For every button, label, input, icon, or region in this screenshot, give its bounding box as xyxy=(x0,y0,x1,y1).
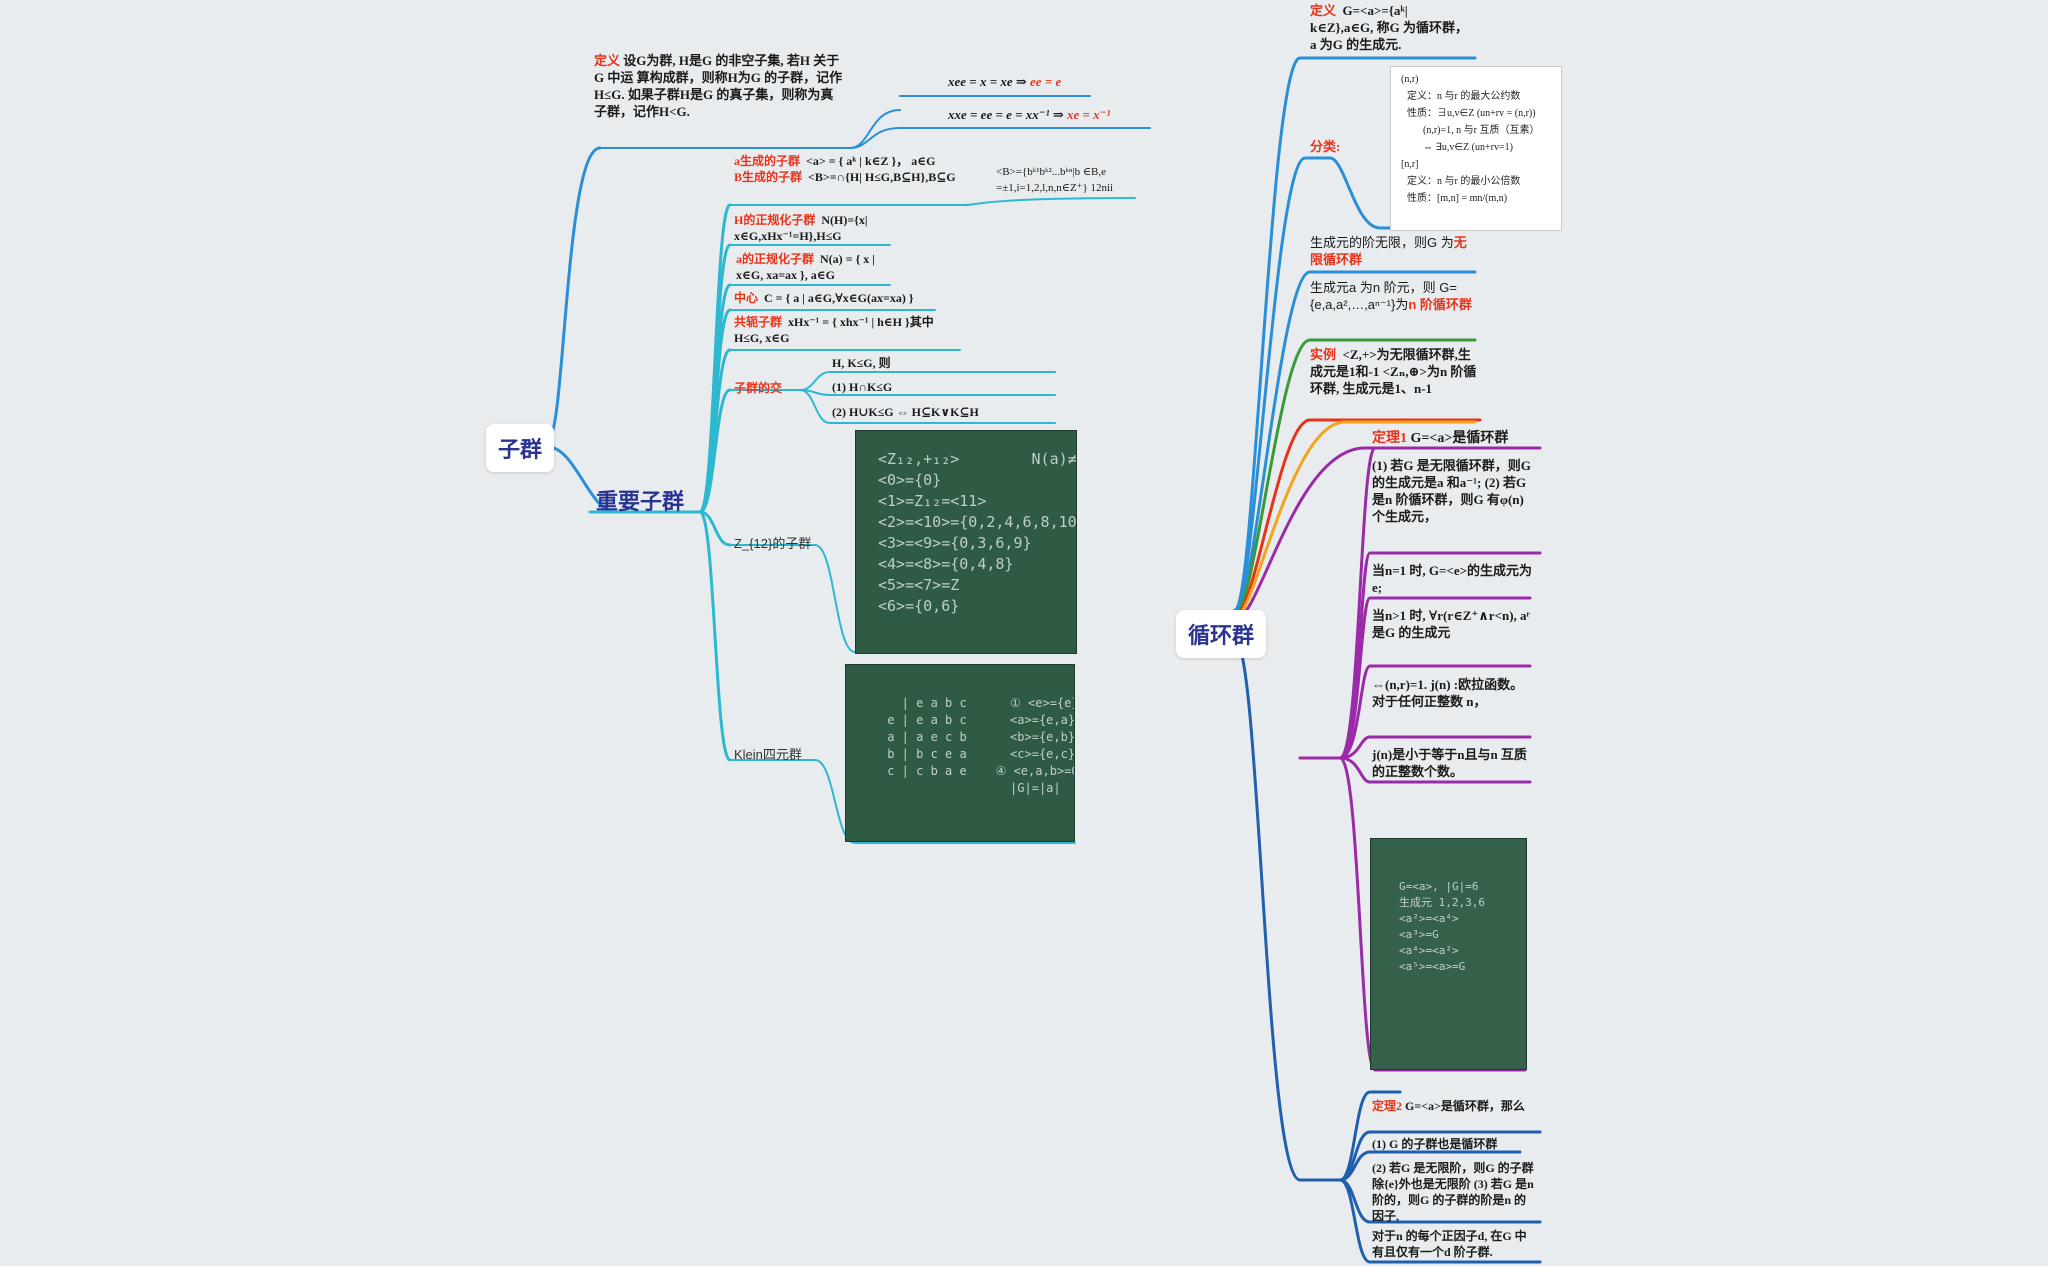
classification-node[interactable]: 分类: xyxy=(1310,139,1341,154)
generated-b-tag: B生成的子群 xyxy=(734,170,803,184)
klein-group-node[interactable]: Klein四元群 xyxy=(734,747,802,762)
identity-formula-2[interactable]: xxe = ee = e = xx⁻¹ ⇒ xe = x⁻¹ xyxy=(948,106,1110,123)
theorem-1-item-4[interactable]: j(n)是小于等于n且与n 互质的正整数个数。 xyxy=(1372,747,1527,779)
formula-1-text: xee = x = xe ⇒ xyxy=(948,74,1027,89)
formula-2-result: xe = x⁻¹ xyxy=(1066,107,1111,122)
intersection-item-0[interactable]: H, K≤G, 则 xyxy=(832,356,891,370)
intersection-item-1[interactable]: (1) H∩K≤G xyxy=(832,380,893,394)
klein-board-text: | e a b c ① <e>={e} e | e a b c <a>={e,a… xyxy=(887,696,1075,795)
example-text: <Z,+>为无限循环群,生成元是1和-1 <Zₙ,⊕>为n 阶循环群, 生成元是… xyxy=(1310,347,1477,396)
gcd-card-line: 定义：n 与r 的最大公约数 xyxy=(1407,91,1521,102)
generated-a-text: <a> = { aᵏ | k∈Z }， a∈G xyxy=(806,154,936,168)
center-text: C = { a | a∈G,∀x∈G(ax=xa) } xyxy=(764,291,914,305)
finite-cyclic-node[interactable]: 生成元a 为n 阶元，则 G={e,a,a²,…,aⁿ⁻¹}为n 阶循环群 xyxy=(1310,279,1485,313)
theorem-1-item-1[interactable]: 当n=1 时, G=<e>的生成元为e; xyxy=(1372,563,1532,595)
intersection-item-2[interactable]: (2) H∪K≤G ⇔ H⊆K∨K⊆H xyxy=(832,405,979,419)
generated-b-formula[interactable]: <B>={bᵏ¹bᵏ²...bᵏⁿ|b ∈B,e =±1,i=1,2,l,n,n… xyxy=(996,166,1114,194)
important-subgroups-node[interactable]: 重要子群 xyxy=(596,490,685,515)
theorem-1-blackboard-photo: G=<a>, |G|=6 生成元 1,2,3,6 <a²>=<a⁴> <a³>=… xyxy=(1370,838,1527,1070)
theorem-2-item-1[interactable]: (2) 若G 是无限阶，则G 的子群除{e}外也是无限阶 (3) 若G 是n 阶… xyxy=(1372,1161,1534,1223)
center-node[interactable]: 中心 C = { a | a∈G,∀x∈G(ax=xa) } xyxy=(734,290,944,307)
theorem-1-tag: 定理1 xyxy=(1372,431,1407,446)
theorem-2-item-0[interactable]: (1) G 的子群也是循环群 xyxy=(1372,1137,1498,1151)
normalizer-a-text: N(a) = { x | x∈G, xa=ax }, a∈G xyxy=(736,252,875,282)
gcd-card-line: (n,r) xyxy=(1401,74,1419,85)
formula-1-result: ee = e xyxy=(1030,74,1062,89)
gcd-notes-card: (n,r) 定义：n 与r 的最大公约数 性质：∃u,v∈Z (un+rv = … xyxy=(1390,66,1562,231)
example-tag: 实例 xyxy=(1310,347,1337,362)
generated-a-tag: a生成的子群 xyxy=(734,154,801,168)
infinite-cyclic-text: 生成元的阶无限，则G 为 xyxy=(1310,235,1454,250)
generated-subgroup-node[interactable]: a生成的子群 <a> = { aᵏ | k∈Z }， a∈G B生成的子群 <B… xyxy=(734,153,969,185)
theorem-1-board-text: G=<a>, |G|=6 生成元 1,2,3,6 <a²>=<a⁴> <a³>=… xyxy=(1399,880,1485,973)
z12-board-text: <Z₁₂,+₁₂> N(a)≠∅ <0>={0} <1>=Z₁₂=<11> <2… xyxy=(878,450,1077,615)
z12-blackboard-photo: <Z₁₂,+₁₂> N(a)≠∅ <0>={0} <1>=Z₁₂=<11> <2… xyxy=(855,430,1077,654)
gcd-card-line: 性质：[m,n] = mn/(m,n) xyxy=(1407,193,1508,204)
gcd-card-line: [n,r] xyxy=(1401,159,1419,170)
gcd-card-line: 定义：n 与r 的最小公倍数 xyxy=(1407,176,1521,187)
infinite-cyclic-red: 无限循环群 xyxy=(1310,235,1467,267)
theorem-2-item-2[interactable]: 对于n 的每个正因子d, 在G 中有且仅有一个d 阶子群. xyxy=(1372,1229,1527,1259)
infinite-cyclic-node[interactable]: 生成元的阶无限，则G 为无限循环群 xyxy=(1310,234,1475,268)
gcd-card-line: (n,r)=1, n 与r 互质（互素） xyxy=(1423,125,1540,136)
theorem-1-item-0[interactable]: (1) 若G 是无限循环群，则G 的生成元是a 和a⁻¹; (2) 若G 是n … xyxy=(1372,458,1531,524)
theorem-1-item-3[interactable]: ⇔(n,r)=1. j(n) :欧拉函数。对于任何正整数 n， xyxy=(1372,677,1524,709)
cyclic-definition-text: G=<a>={aᵏ| k∈Z},a∈G, 称G 为循环群，a 为G 的生成元. xyxy=(1310,3,1468,52)
finite-cyclic-text: 生成元a 为n 阶元，则 G={e,a,a²,…,aⁿ⁻¹}为 xyxy=(1310,280,1457,312)
normalizer-a-node[interactable]: a的正规化子群 N(a) = { x | x∈G, xa=ax }, a∈G xyxy=(736,251,896,283)
cyclic-definition-node[interactable]: 定义 G=<a>={aᵏ| k∈Z},a∈G, 称G 为循环群，a 为G 的生成… xyxy=(1310,2,1470,53)
definition-text: 设G为群, H是G 的非空子集, 若H 关于G 中运 算构成群，则称H为G 的子… xyxy=(594,53,843,119)
subgroup-root-node[interactable]: 子群 xyxy=(486,424,555,472)
definition-tag: 定义 xyxy=(594,53,621,68)
theorem-1-item-2[interactable]: 当n>1 时, ∀r(r∈Z⁺∧r<n), aʳ 是G 的生成元 xyxy=(1372,608,1530,640)
cyclic-definition-tag: 定义 xyxy=(1310,3,1337,18)
cyclic-example-node[interactable]: 实例 <Z,+>为无限循环群,生成元是1和-1 <Zₙ,⊕>为n 阶循环群, 生… xyxy=(1310,346,1480,397)
normalizer-h-node[interactable]: H的正规化子群 N(H)={x| x∈G,xHx⁻¹=H},H≤G xyxy=(734,212,894,244)
gcd-card-line: 性质：∃u,v∈Z (un+rv = (n,r)) xyxy=(1407,108,1536,119)
conjugate-text: xHx⁻¹ = { xhx⁻¹ | h∈H }其中 H≤G, x∈G xyxy=(734,315,934,345)
normalizer-a-tag: a的正规化子群 xyxy=(736,252,815,266)
conjugate-subgroup-node[interactable]: 共轭子群 xHx⁻¹ = { xhx⁻¹ | h∈H }其中 H≤G, x∈G xyxy=(734,314,959,346)
theorem-2-node[interactable]: 定理2 G=<a>是循环群，那么 xyxy=(1372,1098,1537,1114)
z12-subgroups-node[interactable]: Z_{12}的子群 xyxy=(734,536,812,551)
conjugate-tag: 共轭子群 xyxy=(734,315,783,329)
subgroup-definition[interactable]: 定义 设G为群, H是G 的非空子集, 若H 关于G 中运 算构成群，则称H为G… xyxy=(594,52,844,120)
formula-2-text: xxe = ee = e = xx⁻¹ ⇒ xyxy=(948,107,1064,122)
normalizer-h-tag: H的正规化子群 xyxy=(734,213,816,227)
theorem-1-node[interactable]: 定理1 G=<a>是循环群 xyxy=(1372,430,1508,447)
finite-cyclic-red: n 阶循环群 xyxy=(1408,297,1472,312)
klein-blackboard-photo: | e a b c ① <e>={e} e | e a b c <a>={e,a… xyxy=(845,664,1075,842)
identity-formula-1[interactable]: xee = x = xe ⇒ ee = e xyxy=(948,73,1061,90)
cyclic-group-root-node[interactable]: 循环群 xyxy=(1176,610,1267,658)
generated-b-text: <B>=∩{H| H≤G,B⊆H},B⊆G xyxy=(808,170,956,184)
theorem-2-text: G=<a>是循环群，那么 xyxy=(1405,1099,1525,1113)
normalizer-h-text: N(H)={x| x∈G,xHx⁻¹=H},H≤G xyxy=(734,213,868,243)
theorem-2-tag: 定理2 xyxy=(1372,1099,1403,1113)
center-tag: 中心 xyxy=(734,291,759,305)
gcd-card-line: ⇔ ∃u,v∈Z (un+rv=1) xyxy=(1423,142,1513,153)
subgroup-intersection-node[interactable]: 子群的交 xyxy=(734,381,783,395)
theorem-1-text: G=<a>是循环群 xyxy=(1410,431,1509,446)
